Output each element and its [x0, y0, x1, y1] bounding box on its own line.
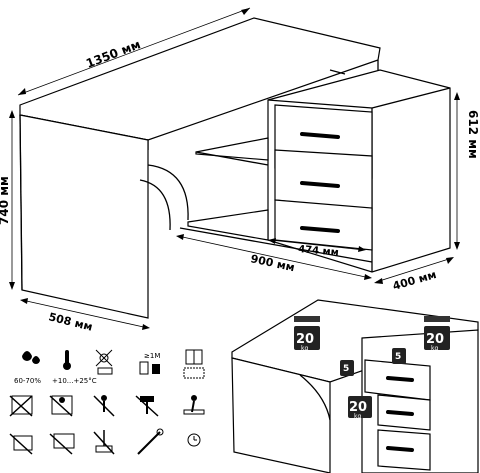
no-load-icon: [9, 395, 33, 417]
no-stand-icon: [93, 395, 115, 417]
svg-text:kg: kg: [301, 345, 308, 352]
care-icons-grid: 60-70% +10...+25°C ≥1M: [9, 349, 205, 455]
left-leg-panel: [19, 114, 149, 319]
humidity-icon: 60-70%: [14, 351, 41, 385]
drawer-handle: [300, 132, 340, 139]
dim-height-left: 740 мм: [0, 110, 15, 290]
open-shelf: [195, 137, 269, 161]
distance-icon: ≥1M: [139, 352, 160, 375]
weight-badge-top-right: 20 kg: [424, 316, 450, 352]
window-icon: [183, 349, 205, 379]
person-assembly-icon: [183, 395, 205, 415]
no-hammer-icon: [135, 395, 159, 417]
dim-drawer-width: 474 мм: [268, 238, 366, 259]
label-width-main: 900 мм: [249, 252, 296, 274]
svg-text:5: 5: [395, 352, 401, 362]
humidity-label: 60-70%: [14, 377, 41, 385]
distance-label: ≥1M: [144, 352, 160, 360]
load-diagram: 20 kg 20 kg 5 5 20 kg: [231, 299, 479, 473]
no-lean-icon: [49, 433, 75, 455]
svg-text:kg: kg: [431, 345, 438, 352]
load-left-leg: [231, 357, 331, 473]
weight-badge-drawer-top: 5: [392, 348, 406, 364]
lift-arrows-icon: [93, 430, 115, 455]
drawer-3: [274, 199, 373, 251]
dim-height-right: 612 мм: [454, 92, 480, 250]
thermometer-icon: +10...+25°C: [52, 350, 97, 385]
weight-badge-top-left: 20 kg: [294, 316, 320, 352]
svg-text:kg: kg: [354, 413, 361, 420]
tools-icon: [137, 428, 164, 455]
weight-badge-drawer-mid: 5: [340, 360, 354, 376]
svg-text:5: 5: [343, 364, 349, 374]
no-sit-icon: [49, 395, 73, 417]
clock-icon: [187, 433, 201, 447]
svg-text:20: 20: [296, 332, 314, 347]
leg-cutout: [147, 164, 189, 221]
label-depth-left: 508 мм: [47, 310, 94, 333]
weight-badge-shelf: 20 kg: [348, 396, 372, 420]
label-depth-right: 400 мм: [391, 268, 438, 293]
label-height-left: 740 мм: [0, 176, 11, 225]
svg-text:20: 20: [349, 400, 367, 415]
drawer-handle: [300, 226, 340, 233]
no-climb-icon: [9, 433, 33, 455]
desk-main-view: 1350 мм 740 мм 612 мм 508 мм 900 мм: [0, 7, 480, 334]
label-drawer-width: 474 мм: [298, 244, 340, 259]
drawer-handle: [300, 181, 340, 188]
temperature-label: +10...+25°C: [52, 377, 97, 385]
svg-text:20: 20: [426, 332, 444, 347]
bottom-shelf: [187, 209, 269, 241]
sun-icon: [95, 349, 113, 375]
label-height-right: 612 мм: [466, 110, 480, 159]
